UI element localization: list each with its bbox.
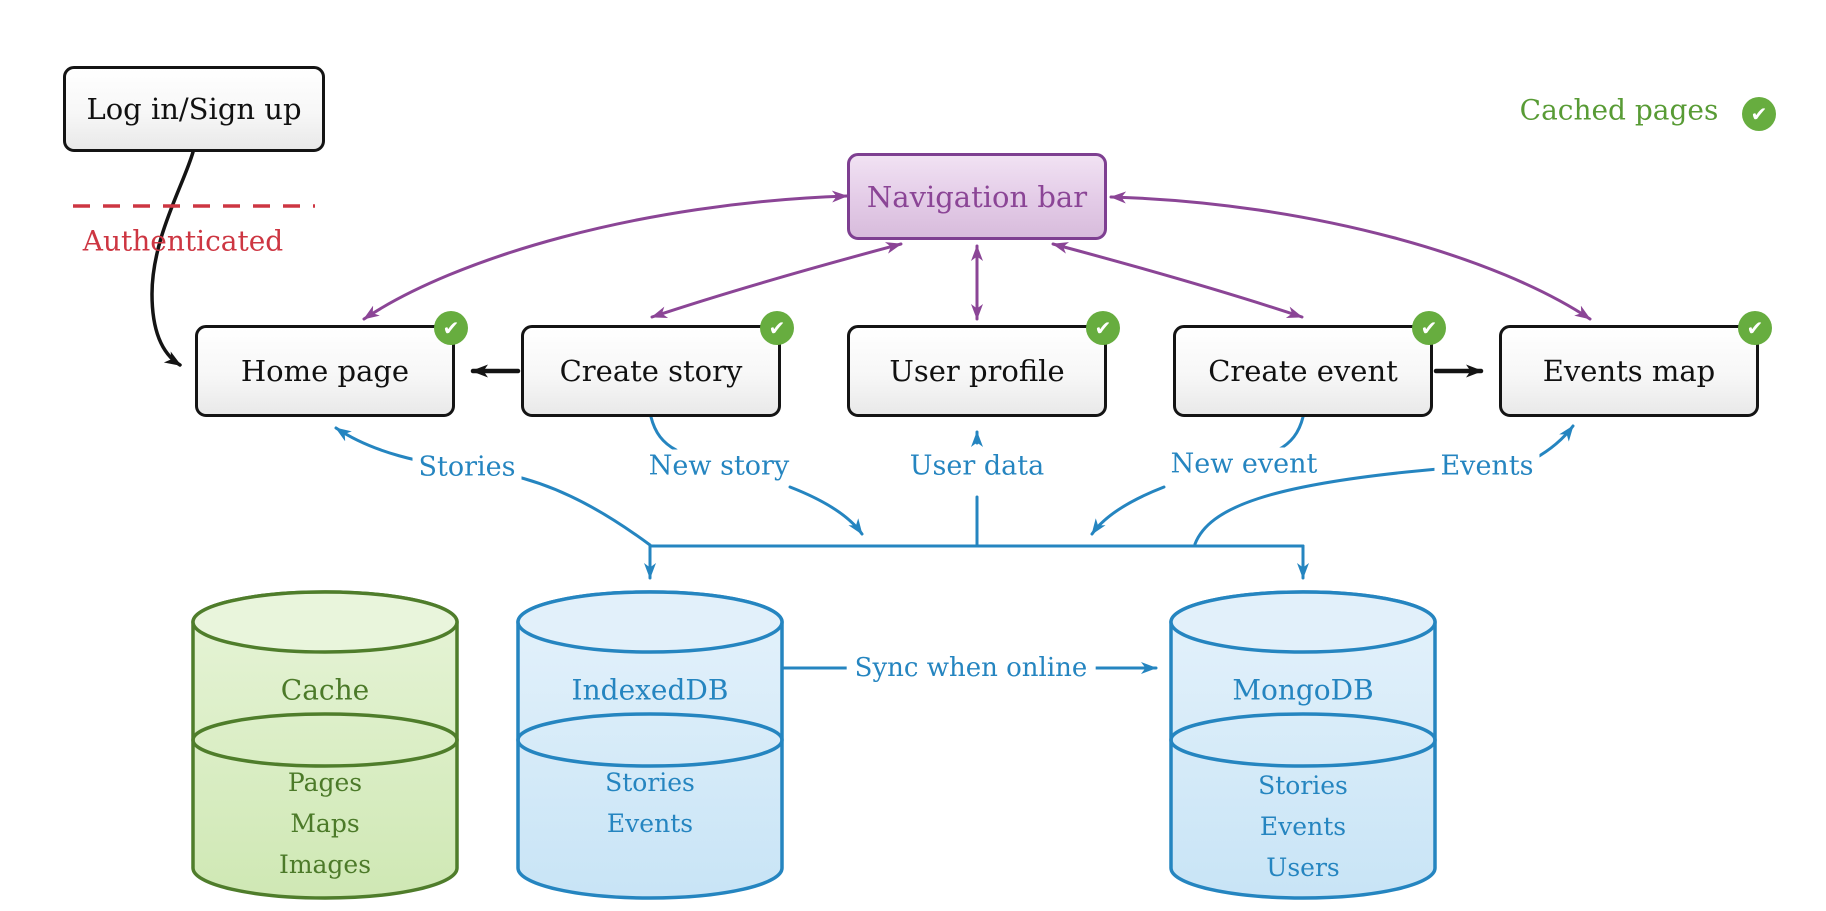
indexeddb-item: Events [606,809,694,838]
indexeddb-cylinder [516,590,784,900]
legend-check-badge: ✔ [1742,97,1776,131]
arrow-nav-create-story [650,242,903,319]
mongodb-item: Stories [1258,771,1348,800]
flow-label-stories: Stories [412,450,522,484]
mongodb-item: Users [1266,853,1340,882]
cache-cylinder [191,590,459,900]
page-box-events-map: Events map [1499,325,1759,417]
arrow-login-to-home [150,150,195,367]
flow-events-lower [1193,467,1440,546]
mongodb-title: MongoDB [1232,673,1374,707]
flow-stories [334,426,652,547]
check-icon: ✔ [1750,102,1768,126]
page-box-user-profile: User profile [847,325,1107,417]
page-box-create-story: Create story [521,325,781,417]
create-event-label: Create event [1208,354,1398,388]
cache-title: Cache [280,673,370,707]
flow-events [1532,424,1575,461]
mongodb-item: Events [1259,812,1347,841]
indexeddb-items: Stories Events [518,762,782,844]
flow-new-event [1090,485,1166,536]
cache-item: Maps [290,809,360,838]
flow-new-story-stub [649,415,678,452]
check-icon: ✔ [1094,316,1112,340]
cached-badge-create-event: ✔ [1412,311,1446,345]
cache-item: Images [278,850,372,879]
legend-cached-pages: Cached pages [1519,93,1719,127]
cached-badge-create-story: ✔ [760,311,794,345]
check-icon: ✔ [1746,316,1764,340]
flow-label-user-data: User data [903,449,1051,483]
check-icon: ✔ [442,316,460,340]
events-map-label: Events map [1542,354,1716,388]
arrow-nav-create-event [1051,242,1304,319]
check-icon: ✔ [1420,316,1438,340]
login-label: Log in/Sign up [86,92,302,126]
home-page-label: Home page [240,354,410,388]
cached-badge-events-map: ✔ [1738,311,1772,345]
create-story-label: Create story [559,354,743,388]
mongodb-cylinder [1169,590,1437,900]
login-box: Log in/Sign up [63,66,325,152]
cached-badge-user-profile: ✔ [1086,311,1120,345]
navigation-bar-label: Navigation bar [866,179,1088,214]
mongodb-items: Stories Events Users [1171,765,1435,888]
navigation-bar-box: Navigation bar [847,153,1107,240]
arrow-nav-home [362,190,849,321]
sync-when-online-label: Sync when online [846,653,1096,683]
indexeddb-title: IndexedDB [571,673,729,707]
page-box-create-event: Create event [1173,325,1433,417]
page-box-home: Home page [195,325,455,417]
arrow-nav-events-map [1109,191,1592,321]
user-profile-label: User profile [889,354,1065,388]
flow-new-event-stub [1276,415,1305,452]
cache-item: Pages [287,768,363,797]
check-icon: ✔ [768,316,786,340]
flow-label-new-story: New story [642,449,796,483]
indexeddb-item: Stories [605,768,695,797]
cache-items: Pages Maps Images [193,762,457,885]
cached-badge-home: ✔ [434,311,468,345]
authenticated-label: Authenticated [82,224,284,258]
flow-new-story [788,485,864,536]
flow-label-events: Events [1434,449,1540,483]
flow-label-new-event: New event [1164,447,1324,481]
